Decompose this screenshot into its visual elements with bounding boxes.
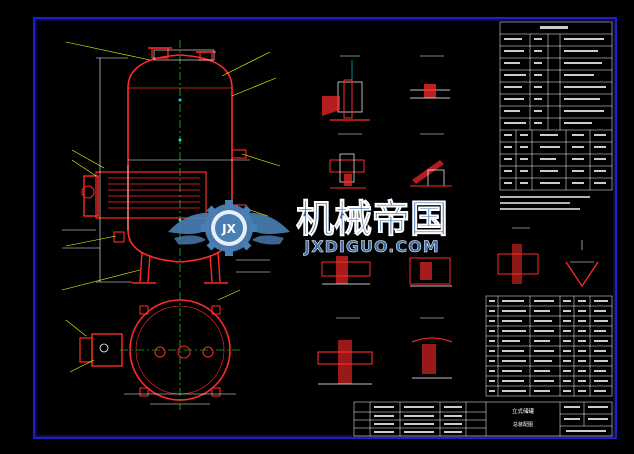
watermark-logo: JX xyxy=(168,200,290,256)
drawing-frame xyxy=(33,17,617,439)
title-block-drawing-name: 总装配图 xyxy=(513,421,533,428)
watermark-sub-text: JXDIGUO.COM xyxy=(303,237,439,256)
detail-section-10 xyxy=(565,240,599,288)
technical-notes xyxy=(500,196,590,210)
detail-section-5 xyxy=(321,256,371,285)
detail-section-7 xyxy=(317,317,373,385)
detail-section-9 xyxy=(497,227,539,284)
detail-section-2 xyxy=(410,55,450,99)
title-block-text-marks xyxy=(374,406,608,433)
title-block xyxy=(353,401,613,437)
parts-list-table xyxy=(485,295,613,397)
watermark-main-text: 机械帝国 xyxy=(296,197,448,241)
vessel-plan-view xyxy=(65,289,241,410)
detail-section-4 xyxy=(410,133,452,187)
title-block-name: 立式储罐 xyxy=(512,407,535,415)
detail-section-3 xyxy=(329,133,366,189)
drawing-frame-inner xyxy=(35,19,615,437)
detail-section-1 xyxy=(322,55,370,121)
detail-section-8 xyxy=(411,317,453,379)
technical-spec-table xyxy=(499,21,613,191)
spec-table-text-marks xyxy=(504,26,606,184)
parts-list-text-marks xyxy=(489,300,608,392)
watermark-logo-letters: JX xyxy=(221,222,236,236)
vessel-elevation xyxy=(61,40,281,291)
detail-section-6 xyxy=(409,257,452,287)
